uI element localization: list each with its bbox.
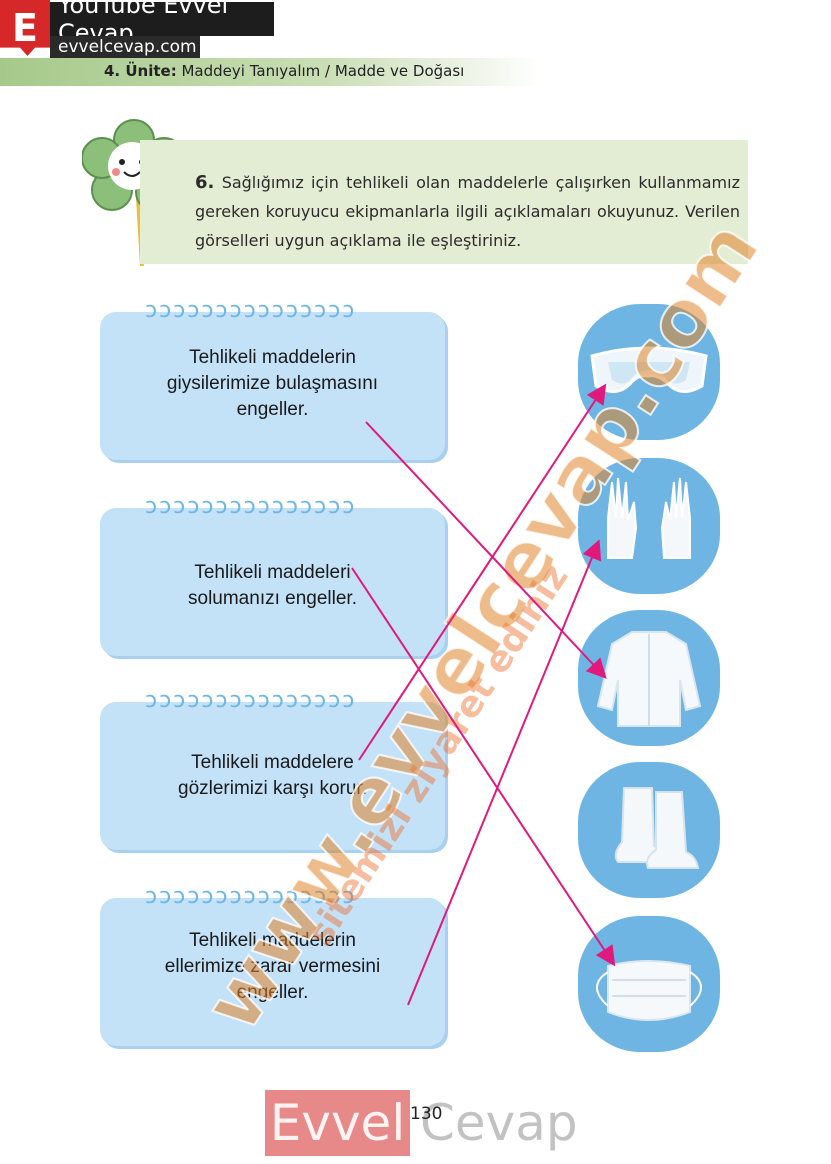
mask-icon bbox=[596, 960, 702, 1021]
match-line-card4-gloves bbox=[407, 539, 602, 1006]
unit-title: Maddeyi Tanıyalım / Madde ve Doğası bbox=[181, 62, 465, 80]
unit-label: 4. Ünite: bbox=[104, 62, 177, 80]
question-body: Sağlığımız için tehlikeli olan maddelerl… bbox=[195, 173, 740, 250]
brand-url: evvelcevap.com bbox=[50, 36, 200, 58]
picture-boots bbox=[578, 762, 720, 898]
lab-coat-icon bbox=[596, 631, 702, 727]
match-line-card3-goggles bbox=[358, 383, 607, 761]
page-number: 130 bbox=[410, 1104, 443, 1124]
match-line-card1-coat bbox=[365, 421, 607, 679]
footer-logo-cevap: Cevap bbox=[420, 1094, 578, 1152]
picture-gloves bbox=[578, 458, 720, 594]
question-number: 6. bbox=[195, 172, 215, 193]
unit-header-bar bbox=[0, 58, 540, 86]
spiral-binding: ↄↄↄↄↄↄↄↄↄↄↄↄↄↄↄ bbox=[145, 884, 357, 909]
spiral-binding: ↄↄↄↄↄↄↄↄↄↄↄↄↄↄↄ bbox=[145, 494, 357, 519]
picture-goggles bbox=[578, 304, 720, 440]
match-line-card2-mask bbox=[351, 567, 616, 967]
question-text: 6. Sağlığımız için tehlikeli olan maddel… bbox=[195, 168, 740, 255]
picture-mask bbox=[578, 916, 720, 1052]
spiral-binding: ↄↄↄↄↄↄↄↄↄↄↄↄↄↄↄ bbox=[145, 688, 357, 713]
brand-logo: E bbox=[0, 0, 50, 56]
unit-header: 4. Ünite: Maddeyi Tanıyalım / Madde ve D… bbox=[104, 62, 464, 80]
goggles-icon bbox=[590, 346, 708, 393]
gloves-icon bbox=[607, 477, 691, 559]
boots-icon bbox=[614, 787, 700, 869]
spiral-binding: ↄↄↄↄↄↄↄↄↄↄↄↄↄↄↄ bbox=[145, 298, 357, 323]
footer-logo-evvel: Evvel bbox=[265, 1090, 410, 1156]
question-box bbox=[140, 140, 748, 264]
